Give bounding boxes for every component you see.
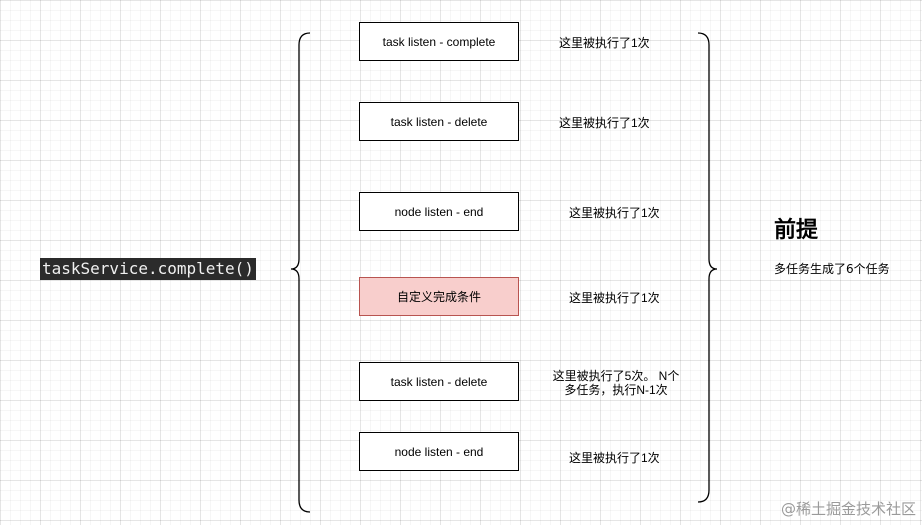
step-2-note: 这里被执行了1次	[559, 116, 650, 130]
step-custom-completion-condition: 自定义完成条件	[359, 277, 519, 316]
step-task-listen-delete-second: task listen - delete	[359, 362, 519, 401]
step-node-listen-end-second: node listen - end	[359, 432, 519, 471]
step-3-note: 这里被执行了1次	[569, 206, 660, 220]
step-5-note-line-1: 这里被执行了5次。 N个	[552, 369, 680, 383]
step-1-note: 这里被执行了1次	[559, 36, 650, 50]
step-task-listen-complete: task listen - complete	[359, 22, 519, 61]
watermark: @稀土掘金技术社区	[780, 500, 916, 518]
premise-description: 多任务生成了6个任务	[774, 262, 890, 276]
step-6-note: 这里被执行了1次	[569, 451, 660, 465]
step-5-note: 这里被执行了5次。 N个 多任务，执行N-1次	[548, 369, 684, 397]
premise-title: 前提	[774, 218, 819, 243]
step-node-listen-end: node listen - end	[359, 192, 519, 231]
code-call-label: taskService.complete()	[40, 258, 256, 280]
left-brace	[290, 32, 311, 513]
step-task-listen-delete: task listen - delete	[359, 102, 519, 141]
step-5-note-line-2: 多任务，执行N-1次	[564, 383, 668, 397]
step-4-note: 这里被执行了1次	[569, 291, 660, 305]
right-brace	[697, 32, 718, 503]
